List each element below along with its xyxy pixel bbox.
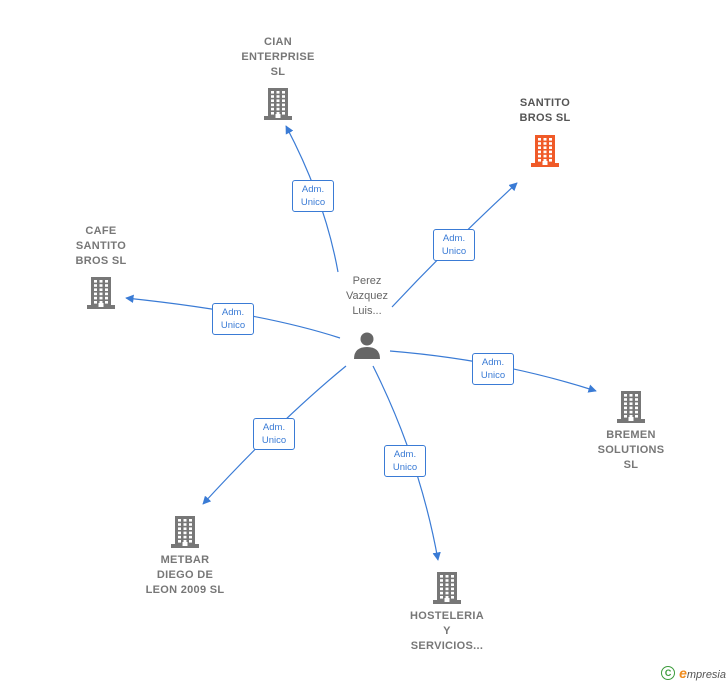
building-icon-santito[interactable]: [529, 133, 561, 172]
relation-label-hosteleria[interactable]: Adm.Unico: [384, 445, 426, 477]
relation-label-santito[interactable]: Adm.Unico: [433, 229, 475, 261]
building-icon-metbar[interactable]: [169, 514, 201, 553]
copyright-icon: C: [661, 666, 676, 680]
building-icon-cian[interactable]: [262, 86, 294, 125]
building-icon-cafe[interactable]: [85, 275, 117, 314]
person-icon[interactable]: [352, 330, 382, 365]
building-icon-bremen[interactable]: [615, 389, 647, 428]
building-icon-hosteleria[interactable]: [431, 570, 463, 609]
relation-label-bremen[interactable]: Adm.Unico: [472, 353, 514, 385]
relation-label-metbar[interactable]: Adm.Unico: [253, 418, 295, 450]
brand-logo[interactable]: empresia: [679, 665, 726, 681]
relation-label-cafe[interactable]: Adm.Unico: [212, 303, 254, 335]
footer-brand: C empresia: [661, 665, 726, 681]
relation-label-cian[interactable]: Adm.Unico: [292, 180, 334, 212]
